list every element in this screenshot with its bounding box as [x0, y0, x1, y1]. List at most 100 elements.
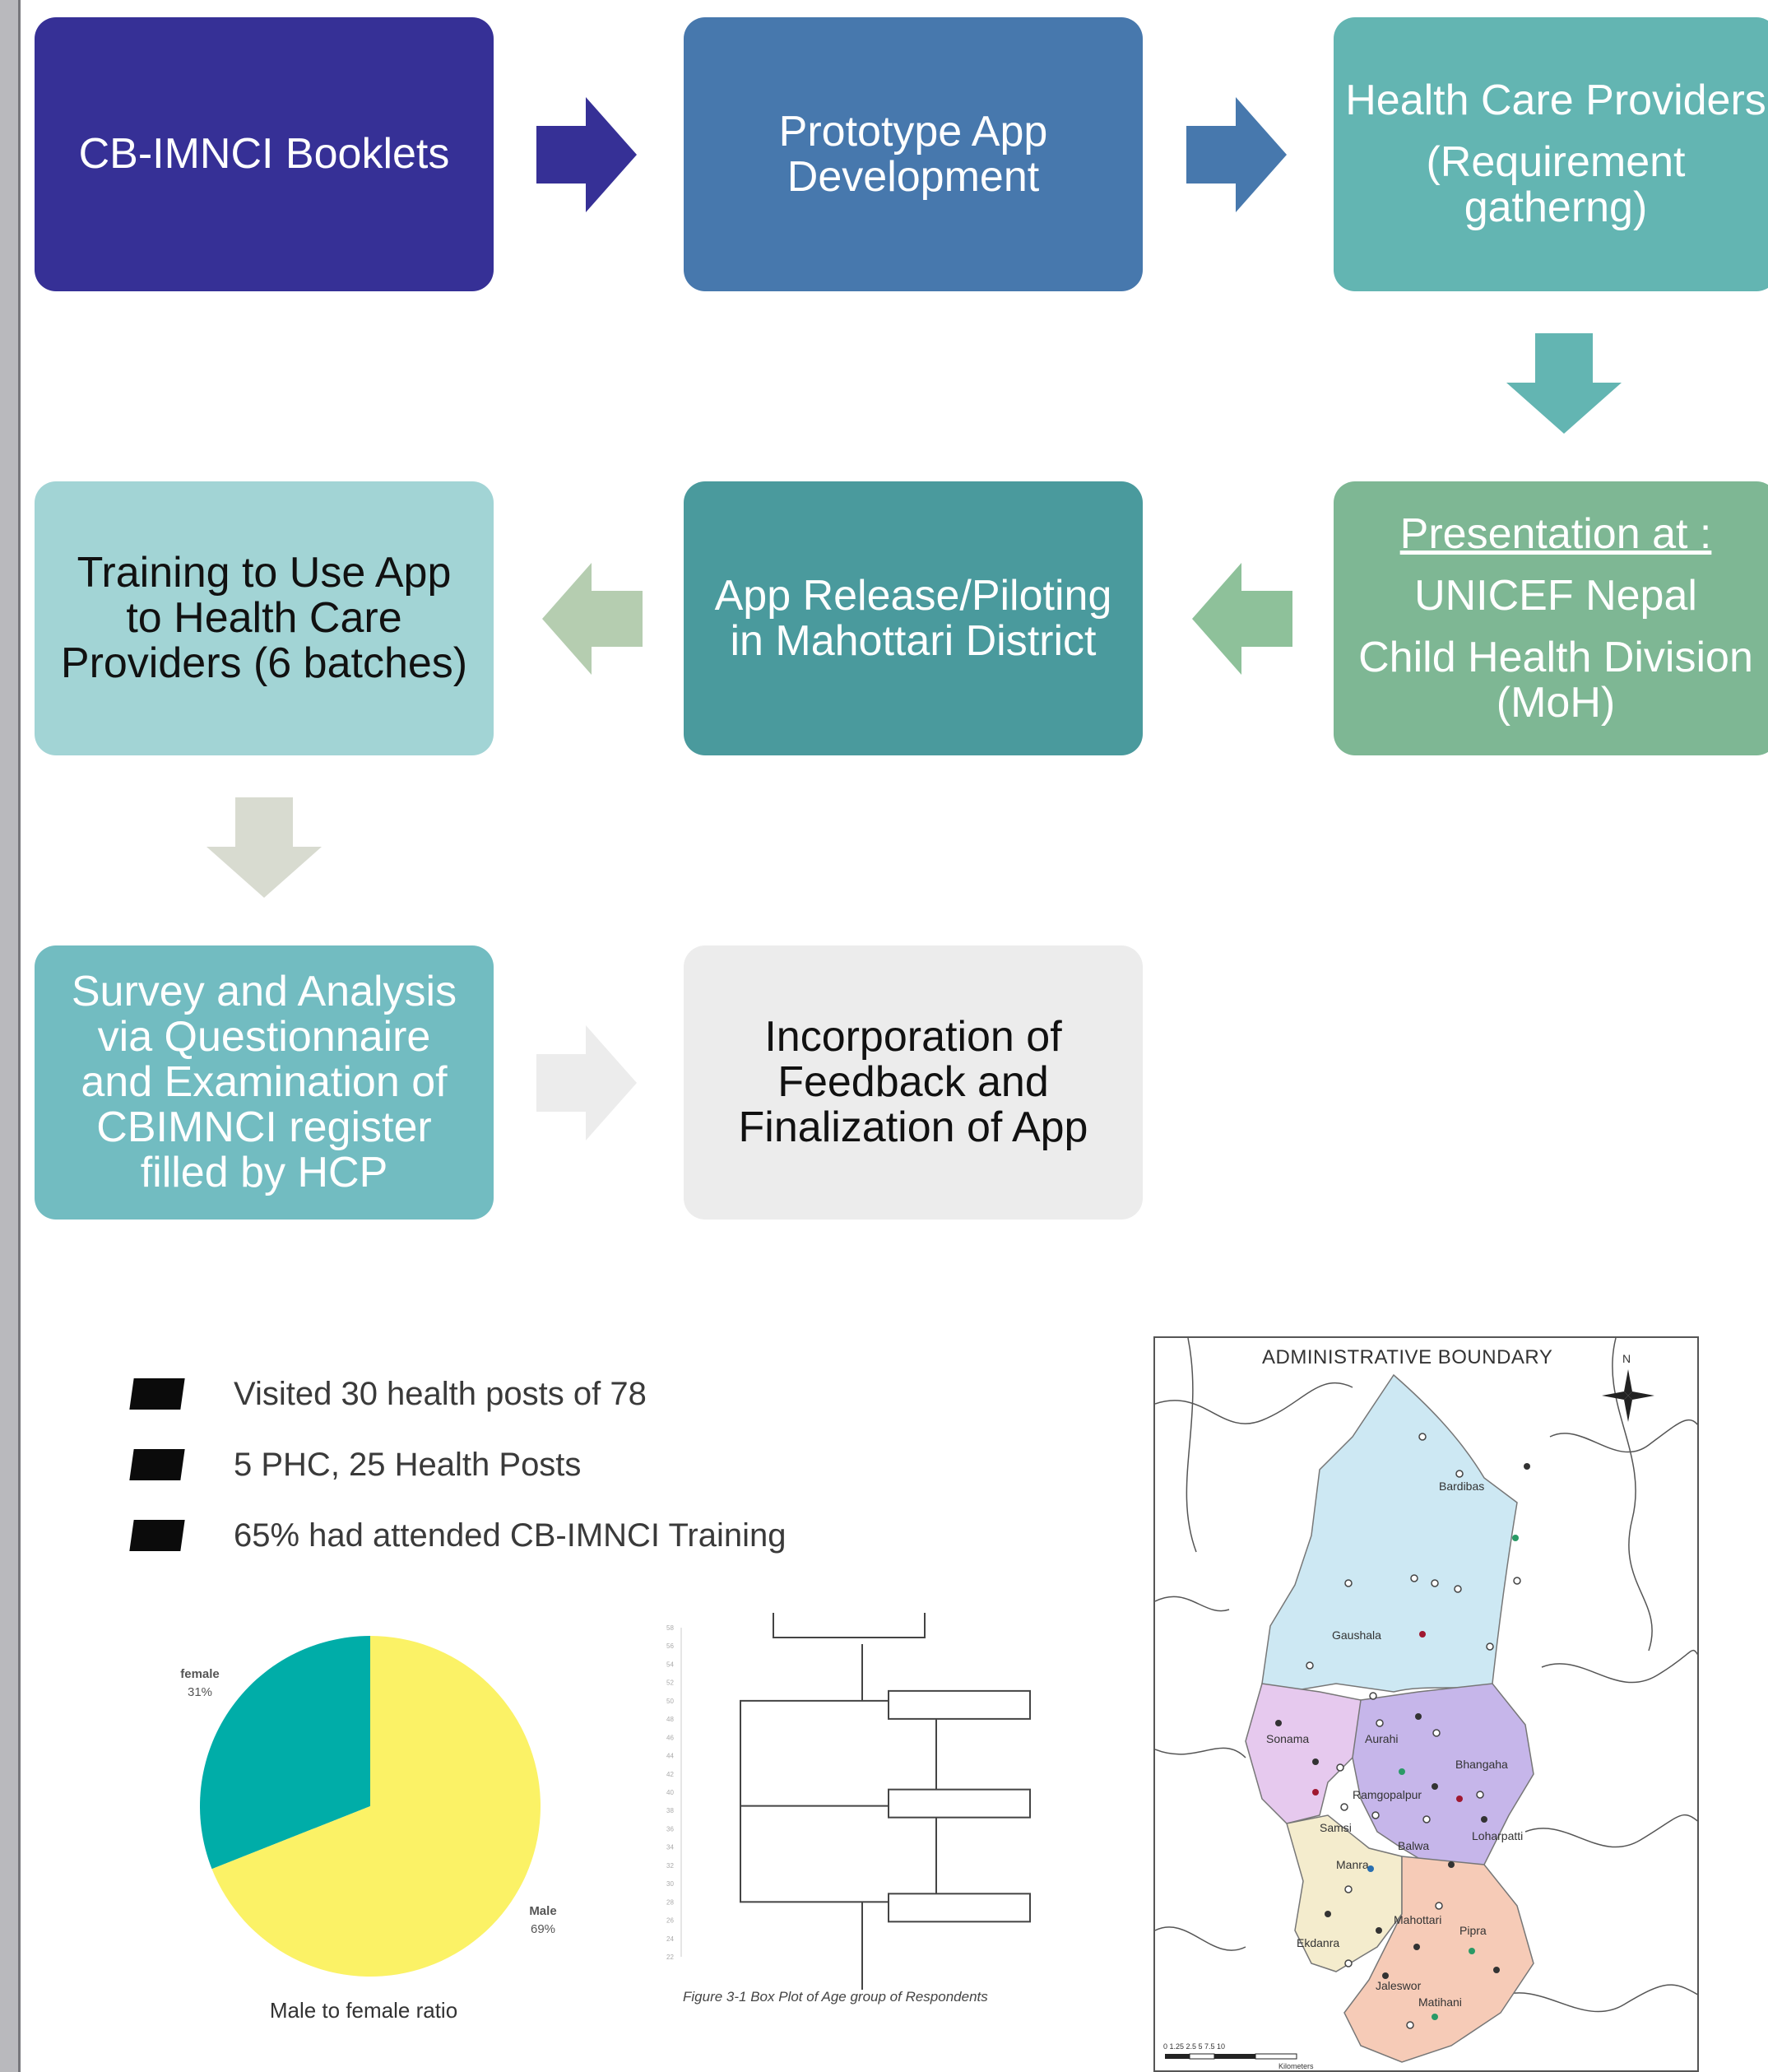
bullet-text: Visited 30 health posts of 78 [234, 1375, 647, 1412]
box-tick-label: 44 [666, 1753, 674, 1760]
map-point [1312, 1758, 1319, 1765]
pie-label-male-name: Male [529, 1904, 557, 1918]
map-point [1344, 1959, 1353, 1967]
north-label: N [1622, 1352, 1631, 1365]
boundary-line [1541, 1650, 1697, 1684]
bullet-item: 5 PHC, 25 Health Posts [129, 1440, 582, 1489]
boundary-line [1155, 1382, 1353, 1424]
flow-step-finalization: Incorporation of Feedback and Finalizati… [684, 945, 1143, 1220]
box-tick-label: 24 [666, 1935, 674, 1943]
map-point [1469, 1948, 1475, 1954]
map-point [1306, 1661, 1314, 1670]
map-point [1454, 1585, 1462, 1593]
place-label: Ramgopalpur [1353, 1788, 1422, 1801]
place-label: Jaleswor [1376, 1979, 1422, 1992]
pie-label-male: Male 69% [514, 1902, 572, 1939]
arrow-right-icon [536, 1025, 637, 1141]
map-point [1419, 1631, 1426, 1638]
arrow-left-icon [542, 563, 643, 675]
box-tick-label: 32 [666, 1862, 674, 1870]
boundary-line [1500, 1984, 1697, 2013]
box-tick-label: 42 [666, 1771, 674, 1778]
flow-step-survey: Survey and Analysis via Questionnaire an… [35, 945, 494, 1220]
pie-caption: Male to female ratio [269, 1998, 458, 2023]
region-north [1261, 1373, 1518, 1693]
box-tick-label: 56 [666, 1642, 674, 1650]
place-label: Mahottari [1394, 1913, 1441, 1926]
flow-step-training: Training to Use App to Health Care Provi… [35, 481, 494, 755]
step-label: CB-IMNCI Booklets [78, 130, 450, 178]
scale-units: Kilometers [1278, 2062, 1314, 2070]
place-label: Ekdanra [1297, 1936, 1339, 1949]
map-point [1413, 1944, 1420, 1950]
map-point [1456, 1796, 1463, 1802]
map-point [1399, 1768, 1405, 1775]
boundary-line [1549, 1419, 1697, 1453]
box-tick-label: 34 [666, 1844, 674, 1851]
box-tick-label: 52 [666, 1679, 674, 1687]
box-tick-label: 26 [666, 1917, 674, 1925]
flow-step-requirements: Health Care Providers (Requirement gathe… [1334, 17, 1768, 291]
pie-slice-male [211, 1636, 541, 1977]
flow-step-presentation: Presentation at : UNICEF Nepal Child Hea… [1334, 481, 1768, 755]
scale-ticks: 0 1.25 2.5 5 7.5 10 [1163, 2042, 1225, 2051]
bullet-text: 5 PHC, 25 Health Posts [234, 1446, 582, 1483]
box-label-q1-frame [888, 1893, 1031, 1923]
left-edge-bar [0, 0, 18, 2072]
map-point [1432, 1783, 1438, 1790]
map-point [1481, 1816, 1487, 1823]
bullet-text: 65% had attended CB-IMNCI Training [234, 1517, 787, 1554]
place-label: Bhangaha [1455, 1758, 1508, 1771]
left-edge-line [18, 0, 21, 2072]
map-point [1336, 1763, 1344, 1772]
bullet-item: 65% had attended CB-IMNCI Training [129, 1511, 787, 1560]
box-tick-label: 36 [666, 1825, 674, 1833]
pie-label-female-name: female [180, 1667, 220, 1681]
box-tick-label: 28 [666, 1898, 674, 1906]
boundary-line [1524, 1814, 1697, 1848]
pie-label-female: female 31% [171, 1665, 229, 1702]
flow-step-release: App Release/Piloting in Mahottari Distri… [684, 481, 1143, 755]
step-label: Incorporation of Feedback and Finalizati… [738, 1013, 1088, 1151]
map-point [1432, 2014, 1438, 2020]
pie-label-female-pct: 31% [187, 1685, 213, 1699]
map-point [1422, 1815, 1431, 1823]
arrow-right-icon [1186, 97, 1287, 212]
place-label: Loharpatti [1472, 1829, 1523, 1842]
boundary-line [1155, 1596, 1230, 1612]
place-label: Matihani [1418, 1995, 1462, 2009]
map-canvas: N Bardibas Gaushala Sonama Aurahi Bhanga… [1155, 1338, 1697, 2070]
map-point [1513, 1577, 1521, 1585]
place-label: Aurahi [1365, 1732, 1398, 1745]
map-title: ADMINISTRATIVE BOUNDARY [1262, 1346, 1553, 1368]
map-point [1369, 1692, 1377, 1700]
box-tick-label: 40 [666, 1789, 674, 1796]
boundary-line [1155, 1926, 1246, 1951]
arrow-down-icon [206, 797, 322, 898]
pie-slice-female [200, 1636, 370, 1870]
place-label: Pipra [1459, 1924, 1487, 1937]
step-label: Prototype App Development [778, 107, 1048, 201]
region-west [1245, 1683, 1362, 1824]
map-point [1406, 2021, 1414, 2029]
map-point [1455, 1470, 1464, 1478]
box-tick-label: 30 [666, 1880, 674, 1888]
north-arrow-icon [1602, 1369, 1654, 1422]
pie-chart [200, 1636, 541, 1977]
box-tick-label: 38 [666, 1807, 674, 1814]
step-line: Child Health Division (MoH) [1358, 633, 1753, 727]
box-tick-label: 46 [666, 1734, 674, 1741]
map-point [1476, 1791, 1484, 1799]
map-point [1435, 1902, 1443, 1910]
box-plot: 22242628303234363840424446485052545658Fi… [666, 1613, 1031, 2005]
place-label: Manra [1336, 1858, 1369, 1871]
map-point [1312, 1789, 1319, 1796]
place-label: Sonama [1266, 1732, 1309, 1745]
boundary-line [1186, 1338, 1197, 1553]
box-tick-label: 54 [666, 1661, 674, 1668]
administrative-map: ADMINISTRATIVE BOUNDARY N Bardibas Gaush… [1153, 1336, 1699, 2072]
region-center [1352, 1683, 1534, 1874]
box-label-median-frame [888, 1788, 1031, 1819]
map-point [1382, 1972, 1389, 1979]
box-tick-label: 48 [666, 1716, 674, 1723]
